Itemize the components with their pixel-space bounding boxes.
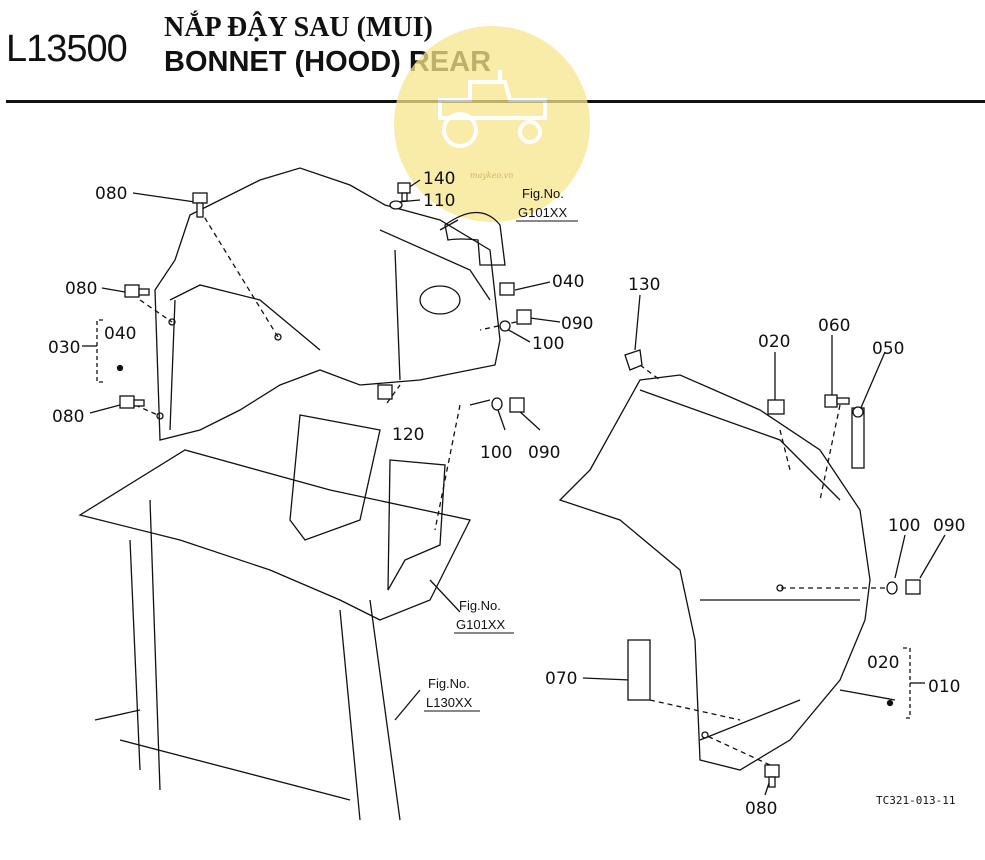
callout-100: 100 (480, 443, 512, 463)
watermark-logo: maykeo.vn (394, 26, 590, 222)
washer-icon (491, 397, 503, 411)
svg-text:G101XX: G101XX (456, 617, 505, 632)
bolt-icon (397, 182, 411, 202)
washer-icon (886, 581, 898, 595)
callout-120: 120 (392, 425, 424, 445)
nut-icon (516, 309, 532, 325)
callout-060: 060 (818, 316, 850, 336)
line-art (78, 167, 946, 821)
diagram-code: TC321-013-11 (876, 794, 955, 807)
fig-ref-g101xx-center: Fig.No. G101XX (454, 598, 514, 634)
callout-140: 140 (423, 169, 455, 189)
washer-icon (389, 200, 403, 210)
callout-labels: 080 140 110 080 040 030 080 040 090 100 … (48, 169, 965, 819)
svg-text:Fig.No.: Fig.No. (459, 598, 501, 613)
callout-100: 100 (888, 516, 920, 536)
svg-text:Fig.No.: Fig.No. (428, 676, 470, 691)
callout-030: 030 (48, 338, 80, 358)
section-code: L13500 (6, 28, 128, 70)
bolt-icon (119, 395, 145, 409)
callout-080: 080 (65, 279, 97, 299)
callout-040: 040 (104, 324, 136, 344)
callout-100: 100 (532, 334, 564, 354)
callout-090: 090 (561, 314, 593, 334)
bolt-icon (192, 192, 208, 218)
fig-ref-g101xx-top: Fig.No. G101XX (516, 186, 578, 222)
callout-090: 090 (528, 443, 560, 463)
clip-icon (624, 349, 643, 371)
bolt-icon (824, 394, 850, 408)
seal-block-icon (627, 639, 651, 701)
callout-080: 080 (745, 799, 777, 819)
watermark-text: maykeo.vn (470, 171, 513, 180)
nut-icon (509, 397, 525, 413)
callout-080: 080 (52, 407, 84, 427)
callout-010: 010 (928, 677, 960, 697)
callout-020: 020 (867, 653, 899, 673)
grommet-icon (377, 384, 393, 400)
title-vietnamese: NẮP ĐẬY SAU (MUI) (164, 12, 433, 43)
nut-icon (905, 579, 921, 595)
callout-090: 090 (933, 516, 965, 536)
callout-130: 130 (628, 275, 660, 295)
clip-nut-icon (767, 399, 785, 415)
washer-icon (499, 320, 511, 332)
svg-text:G101XX: G101XX (518, 205, 567, 220)
callout-050: 050 (872, 339, 904, 359)
hardware-parts (116, 182, 921, 788)
figure-references: Fig.No. G101XX Fig.No. G101XX Fig.No. L1… (424, 186, 578, 712)
strap-icon (851, 406, 865, 469)
clip-nut-icon (499, 282, 515, 296)
svg-text:L130XX: L130XX (426, 695, 473, 710)
callout-070: 070 (545, 669, 577, 689)
bolt-icon (764, 764, 780, 788)
bolt-icon (124, 284, 150, 298)
svg-text:Fig.No.: Fig.No. (522, 186, 564, 201)
fig-ref-l130xx: Fig.No. L130XX (424, 676, 480, 712)
callout-020: 020 (758, 332, 790, 352)
callout-110: 110 (423, 191, 455, 211)
callout-040: 040 (552, 272, 584, 292)
callout-080: 080 (95, 184, 127, 204)
